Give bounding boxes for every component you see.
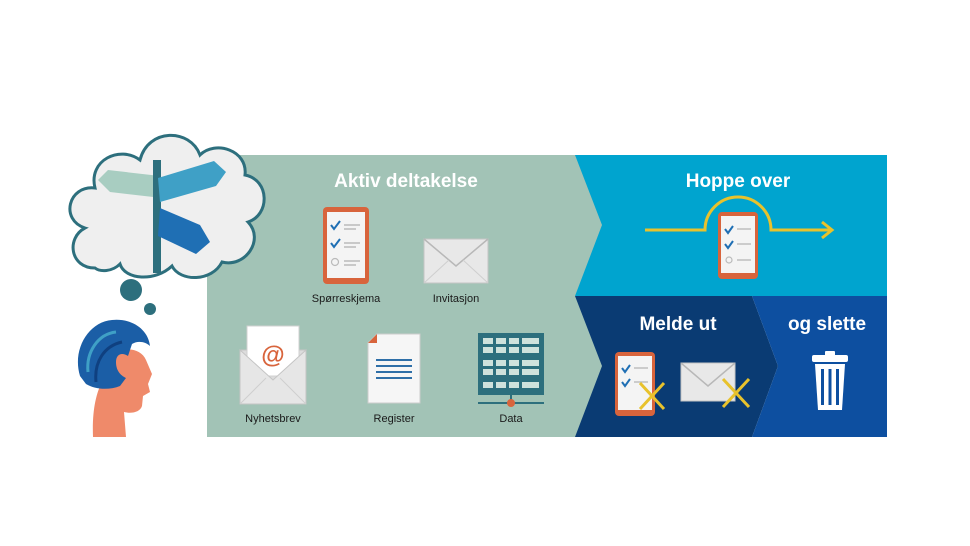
- trash-icon: [812, 351, 848, 410]
- optout-phone-crossed-icon: [615, 352, 666, 416]
- newsletter-envelope-icon: @: [239, 325, 307, 405]
- person-head-icon: [77, 319, 152, 437]
- optout-envelope-crossed-icon: [680, 362, 751, 409]
- envelope-icon: [423, 238, 489, 284]
- document-icon: [367, 333, 421, 404]
- newsletter-label: Nyhetsbrev: [245, 413, 301, 425]
- skip-arrow-icon: [645, 195, 835, 240]
- at-sign-icon: @: [261, 342, 284, 369]
- skip-phone-icon: [718, 212, 758, 279]
- signpost-icon: [98, 160, 226, 273]
- invitation-label: Invitasjon: [433, 293, 479, 305]
- questionnaire-label: Spørreskjema: [312, 293, 381, 305]
- register-label: Register: [374, 413, 415, 425]
- optout-title: Melde ut: [639, 314, 717, 335]
- data-label: Data: [499, 413, 523, 425]
- questionnaire-phone-icon: [323, 207, 369, 284]
- skip-title: Hoppe over: [686, 171, 791, 192]
- active-title: Aktiv deltakelse: [334, 171, 478, 192]
- server-icon: [478, 333, 544, 407]
- delete-title: og slette: [788, 314, 866, 335]
